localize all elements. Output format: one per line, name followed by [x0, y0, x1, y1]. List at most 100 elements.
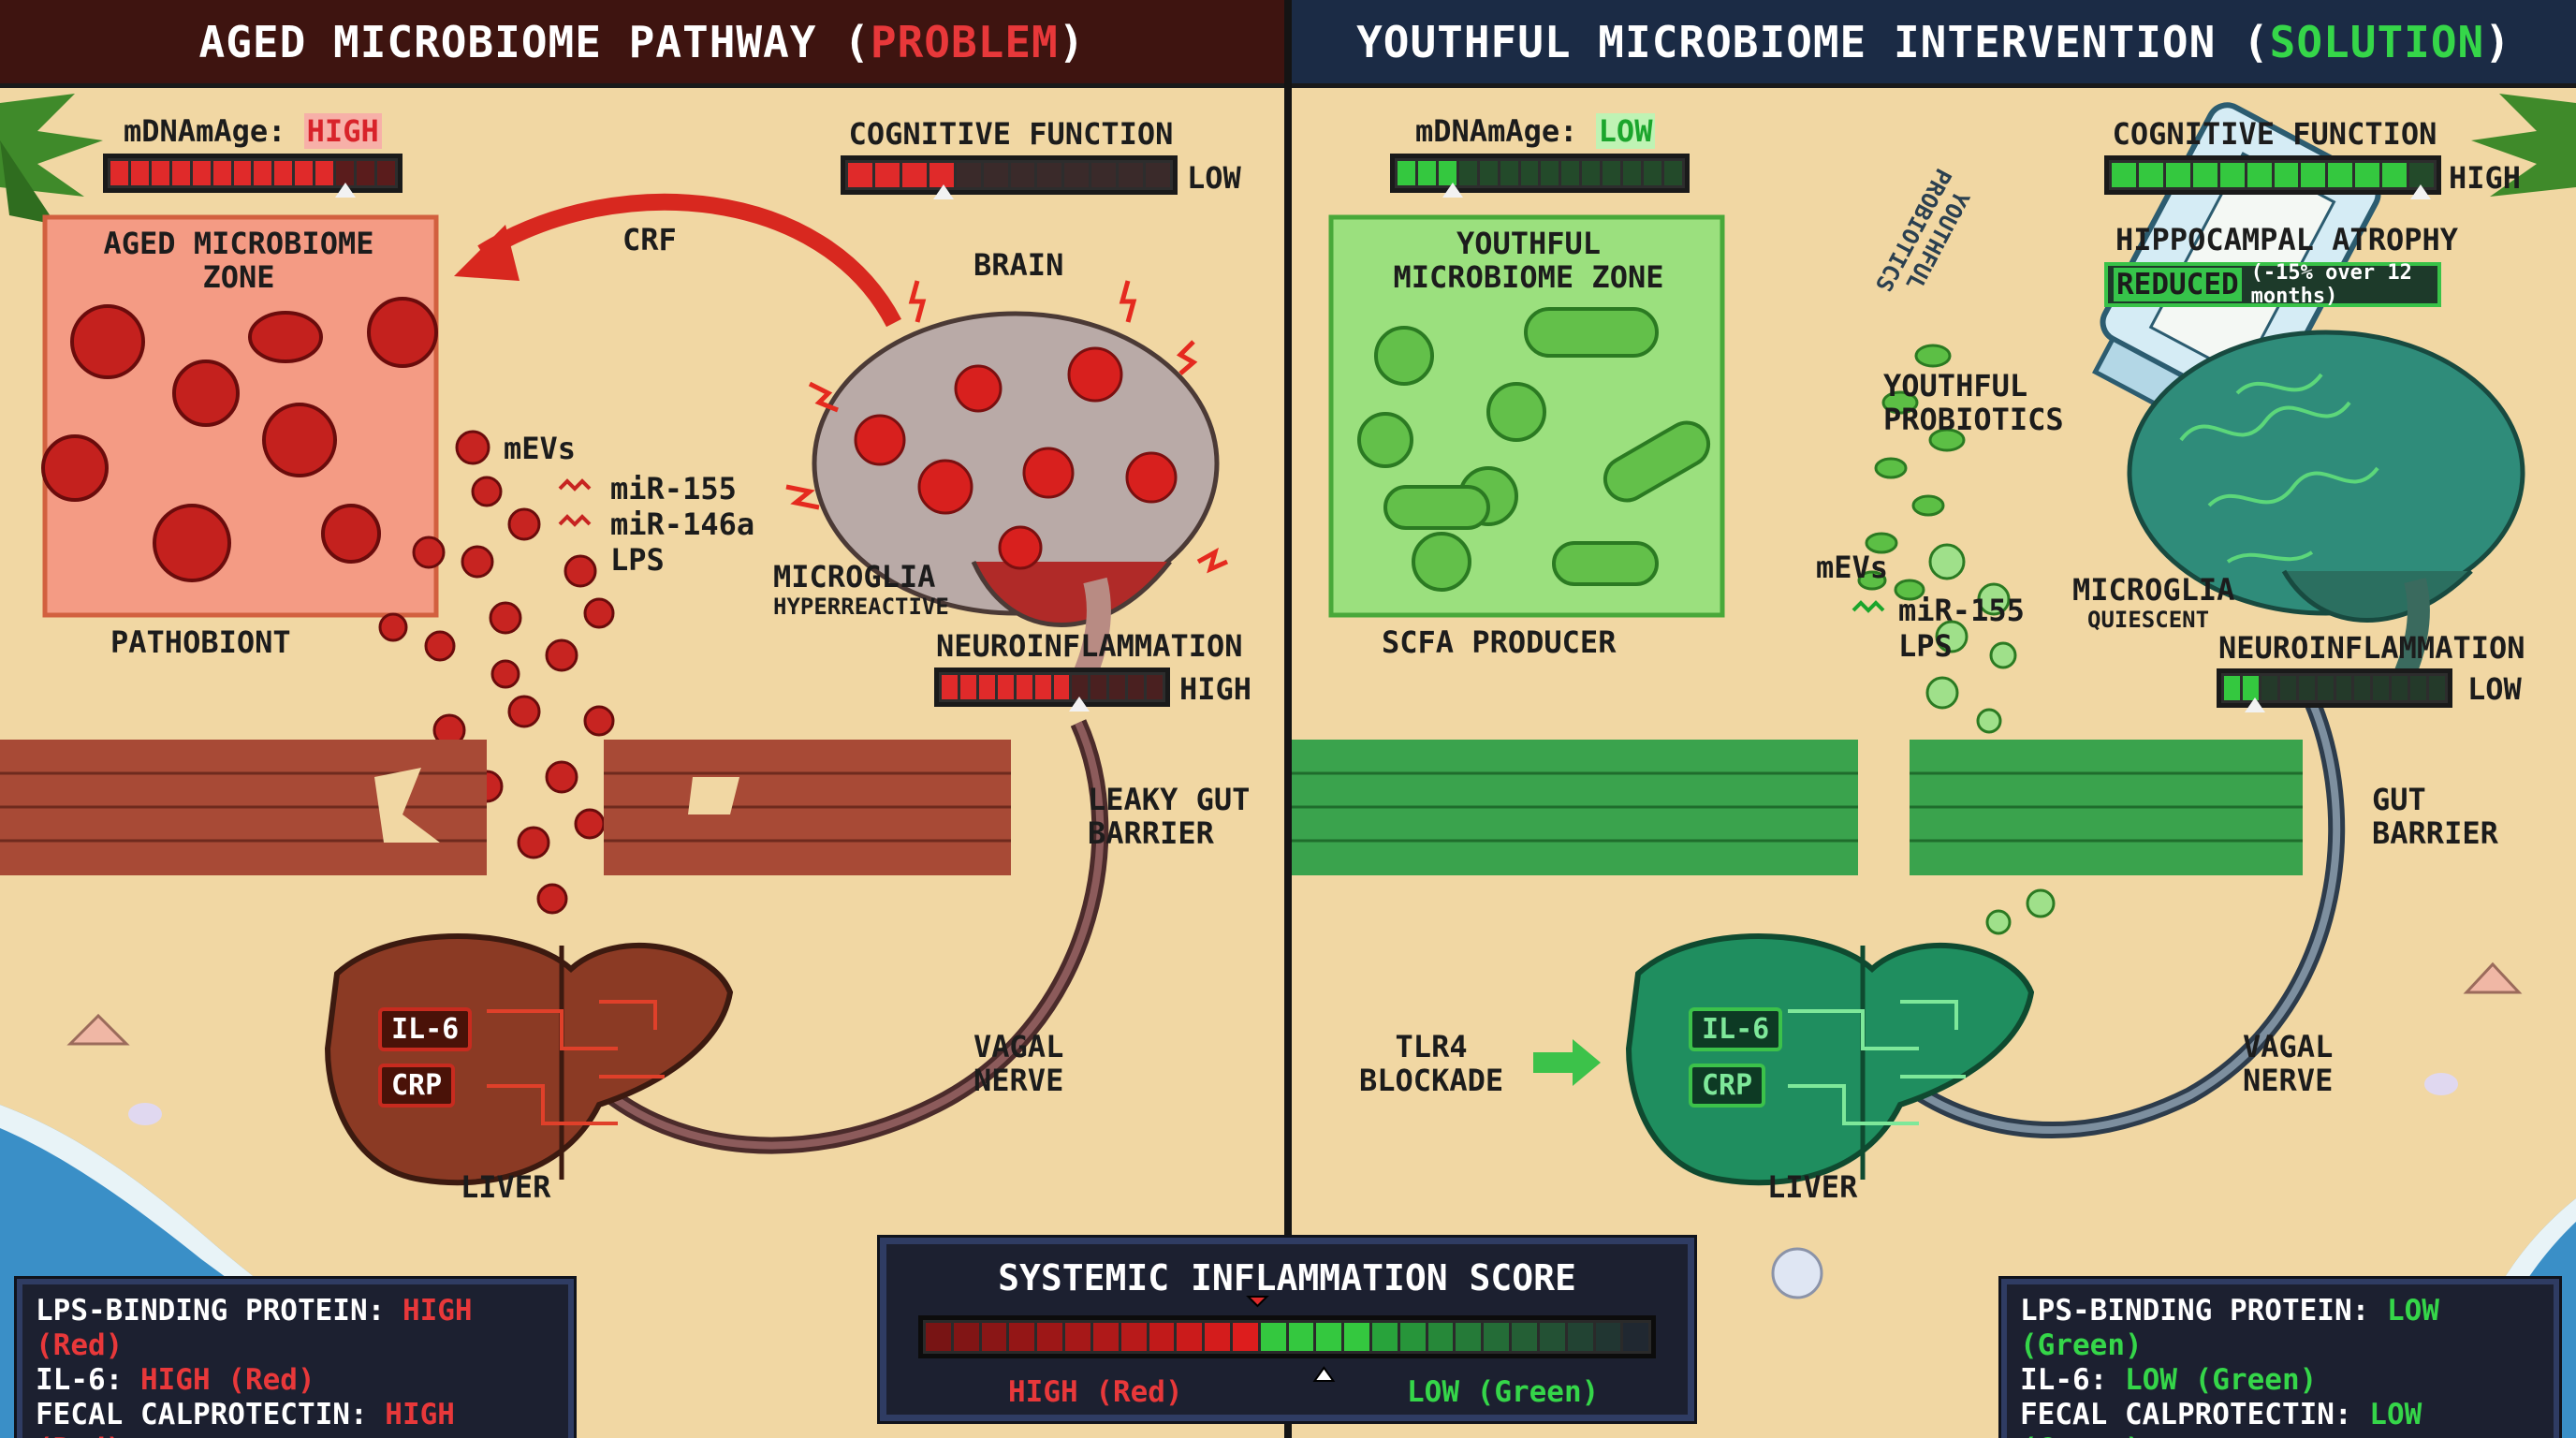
gauge-segment [1398, 161, 1415, 185]
gauge-segment [1091, 163, 1117, 187]
pathobiont-label: PATHOBIONT [110, 624, 291, 660]
youthful-cognitive-gauge [2104, 155, 2441, 199]
stat-name: FECAL CALPROTECTIN: [36, 1398, 386, 1431]
gauge-segment [2410, 676, 2427, 700]
aged-mir155-label: miR-155 [610, 471, 737, 506]
sea-foam [0, 1105, 431, 1438]
atrophy-value: REDUCED [2114, 268, 2242, 301]
score-segment [953, 1323, 979, 1351]
score-segment [926, 1323, 951, 1351]
tlr4-arrow-icon [1533, 1039, 1601, 1086]
gauge-segment [901, 163, 927, 187]
gauge-segment [1072, 675, 1089, 699]
probiotic-cells [1357, 307, 1711, 592]
solution-highlight: SOLUTION [2269, 16, 2485, 67]
score-segment [1344, 1323, 1369, 1351]
gut-barrier-wall [1292, 740, 2303, 875]
score-segment [1009, 1323, 1035, 1351]
gauge-segment [130, 161, 149, 185]
youthful-il6-chip: IL-6 [1689, 1007, 1783, 1051]
score-segment [981, 1323, 1007, 1351]
gauge-segment [2242, 676, 2259, 700]
gauge-marker-icon [1442, 183, 1463, 198]
youthful-neuro-label: NEUROINFLAMMATION [2218, 630, 2525, 666]
score-segment [1205, 1323, 1230, 1351]
stat-value: LOW (Green) [2020, 1398, 2422, 1438]
gauge-segment [2373, 676, 2390, 700]
gauge-segment [357, 161, 374, 185]
youthful-panel-title: YOUTHFUL MICROBIOME INTERVENTION (SOLUTI… [1292, 0, 2576, 88]
score-segment [1512, 1323, 1537, 1351]
atrophy-detail: (-15% over 12 months) [2250, 261, 2412, 308]
score-high-label: HIGH (Red) [1008, 1375, 1183, 1409]
tlr4-label: TLR4 BLOCKADE [1359, 1029, 1504, 1098]
youthful-title-suffix: ) [2484, 16, 2511, 67]
score-segment [1232, 1323, 1258, 1351]
gauge-segment [1438, 161, 1456, 185]
youthful-zone-title: YOUTHFUL MICROBIOME ZONE [1393, 226, 1664, 295]
score-segment [1065, 1323, 1090, 1351]
gauge-segment [192, 161, 211, 185]
gauge-segment [1644, 161, 1661, 185]
gauge-segment [2382, 163, 2408, 187]
mdna-label-text: mDNAmAge: [124, 113, 304, 149]
youthful-stat-lbp: LPS-BINDING PROTEIN: LOW (Green) [2020, 1294, 2540, 1363]
gauge-segment [110, 161, 128, 185]
low-marker [1312, 1366, 1336, 1382]
gauge-segment [254, 161, 272, 185]
seashell-icon [1771, 1247, 1823, 1299]
aged-title-text: AGED MICROBIOME PATHWAY ( [198, 16, 871, 67]
youthful-neuro-gauge [2217, 668, 2452, 712]
score-segment [1120, 1323, 1147, 1351]
probiotic-pills [1857, 344, 1966, 601]
gauge-marker-icon [335, 183, 357, 198]
aged-pathway-panel: AGED MICROBIOME PATHWAY (PROBLEM) [0, 0, 1284, 1438]
youthful-stats-box: LPS-BINDING PROTEIN: LOW (Green) IL-6: L… [1998, 1276, 2562, 1438]
score-segment [1595, 1323, 1621, 1351]
problem-highlight: PROBLEM [870, 16, 1059, 67]
gauge-segment [997, 675, 1014, 699]
aged-stat-lbp: LPS-BINDING PROTEIN: HIGH (Red) [36, 1294, 555, 1363]
gauge-segment [2112, 163, 2136, 187]
pathobiont-cells [41, 297, 438, 582]
leaky-gut-label: LEAKY GUT BARRIER [1088, 782, 1251, 851]
aged-neuro-gauge [934, 668, 1170, 712]
aged-panel-title: AGED MICROBIOME PATHWAY (PROBLEM) [0, 0, 1284, 88]
mev-particles [378, 430, 615, 915]
seashell-icon [128, 1103, 162, 1125]
mdna-value: LOW [1595, 113, 1656, 149]
score-segment [1539, 1323, 1565, 1351]
youthful-microglia-state: QUIESCENT [2087, 607, 2210, 633]
mdna-label-text: mDNAmAge: [1415, 113, 1596, 149]
gauge-segment [2392, 676, 2408, 700]
gauge-segment [1520, 161, 1539, 185]
score-segment [1372, 1323, 1398, 1351]
gauge-segment [1146, 163, 1171, 187]
stat-name: LPS-BINDING PROTEIN: [36, 1294, 402, 1328]
gauge-segment [1561, 161, 1580, 185]
youthful-liver-label: LIVER [1767, 1169, 1858, 1205]
crf-arrow [477, 193, 901, 328]
aged-stat-calprotectin: FECAL CALPROTECTIN: HIGH (Red) [36, 1398, 555, 1438]
stat-value: LOW (Green) [2124, 1363, 2318, 1397]
gauge-segment [942, 675, 958, 699]
gauge-segment [2274, 163, 2299, 187]
score-segment [1623, 1323, 1649, 1351]
aged-mdna-label: mDNAmAge: HIGH [124, 113, 382, 149]
youthful-title-text: YOUTHFUL MICROBIOME INTERVENTION ( [1356, 16, 2270, 67]
gauge-segment [376, 161, 395, 185]
score-segment [1092, 1323, 1119, 1351]
youthful-mevs-label: mEVs [1816, 550, 1889, 585]
gauge-segment [2165, 163, 2190, 187]
gauge-segment [1109, 675, 1126, 699]
gauge-segment [874, 163, 900, 187]
high-marker [1246, 1296, 1269, 1308]
score-segment [1399, 1323, 1426, 1351]
gauge-marker-icon [2245, 697, 2266, 712]
score-segment [1288, 1323, 1314, 1351]
atrophy-badge: REDUCED (-15% over 12 months) [2104, 261, 2441, 308]
gauge-segment [1037, 163, 1062, 187]
crf-arrowhead [454, 225, 520, 281]
inflamed-liver [324, 933, 734, 1186]
score-segment [1177, 1323, 1203, 1351]
